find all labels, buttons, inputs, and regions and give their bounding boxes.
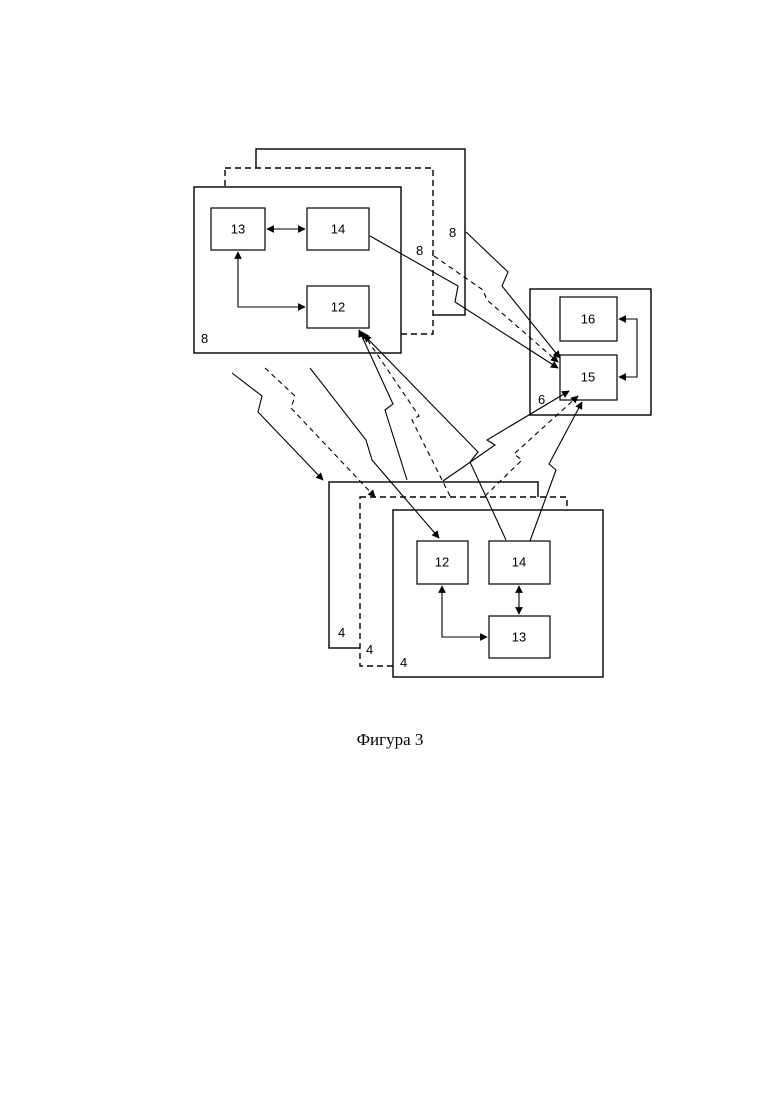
top-block-13-label: 13 <box>231 222 245 237</box>
link-top-bottom-back <box>232 373 323 480</box>
right-block-15-label: 15 <box>581 370 595 385</box>
bottom-outer-back-label: 4 <box>338 625 345 640</box>
right-group: 6 16 15 <box>530 289 651 415</box>
link-bottom-top12-mid <box>362 332 450 496</box>
right-block-16-label: 16 <box>581 312 595 327</box>
bottom-group: 4 4 4 12 14 13 <box>329 482 603 677</box>
top-block-12-label: 12 <box>331 300 345 315</box>
figure-caption: Фигура 3 <box>0 730 780 750</box>
top-block-14-label: 14 <box>331 222 345 237</box>
bottom-block-13-label: 13 <box>512 630 526 645</box>
bottom-outer-front-label: 4 <box>400 655 407 670</box>
bottom-block-14-label: 14 <box>512 555 526 570</box>
top-outer-front-label: 8 <box>201 331 208 346</box>
bottom-block-12-label: 12 <box>435 555 449 570</box>
top-outer-back-label: 8 <box>449 225 456 240</box>
top-outer-middle-label: 8 <box>416 243 423 258</box>
top-group: 8 8 8 13 14 12 <box>194 149 465 353</box>
right-outer-label: 6 <box>538 392 545 407</box>
bottom-outer-middle-label: 4 <box>366 642 373 657</box>
